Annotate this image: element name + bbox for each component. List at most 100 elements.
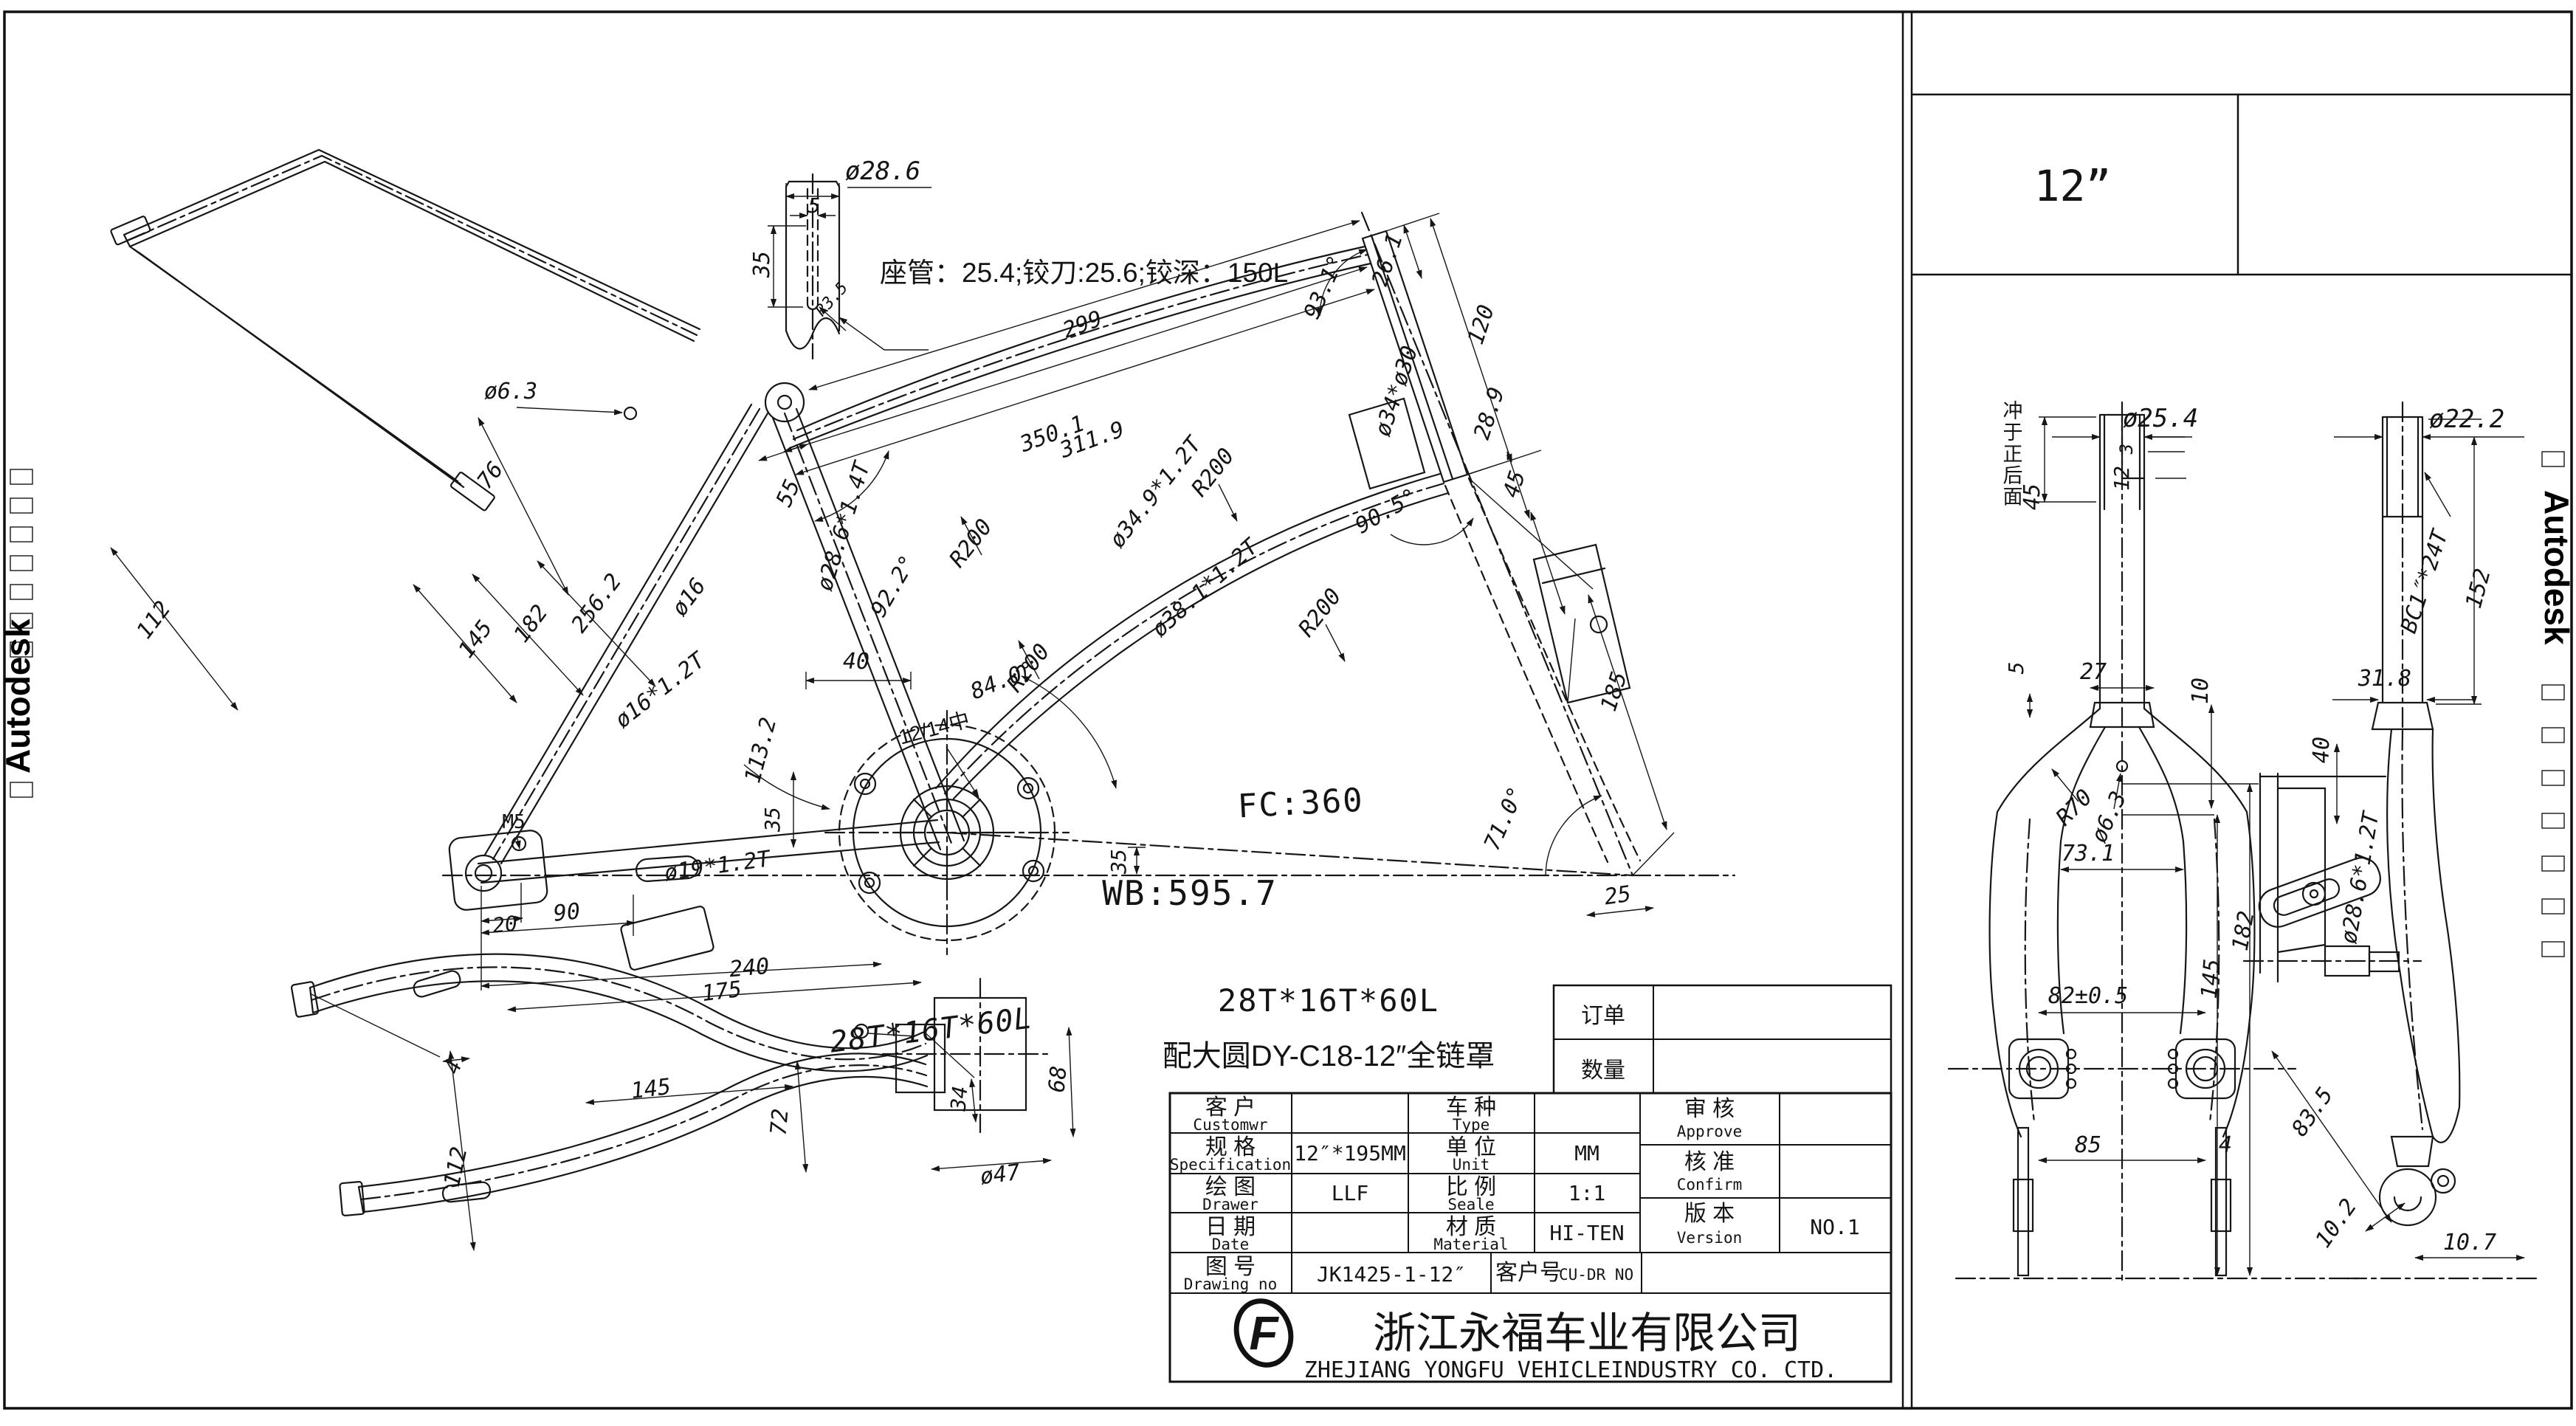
version-value: NO.1 (1810, 1215, 1859, 1239)
dim-93-1: 93.1° (1299, 252, 1350, 323)
chainguard-view-dims (309, 979, 1076, 1251)
company-logo-ring (1233, 1298, 1294, 1368)
fork-front-dims (2026, 416, 2259, 1276)
dim-r200-dt2: R200 (1293, 584, 1346, 641)
dim-dia-22-2: ø22.2 (2429, 404, 2504, 434)
material-label-cn: 材 质 (1446, 1215, 1496, 1239)
spec-label-en: Specification (1170, 1156, 1291, 1174)
watermark-left: Autodesk (0, 469, 37, 798)
dim-r70: R70 (2051, 785, 2098, 831)
company-logo-letter: F (1249, 1306, 1279, 1360)
dim-85: 85 (2075, 1132, 2101, 1158)
unit-value: MM (1574, 1141, 1599, 1165)
confirm-label-cn: 核 准 (1684, 1150, 1735, 1174)
drawer-label-cn: 绘 图 (1205, 1175, 1256, 1199)
note-punch-face: 冲于正后面 (2003, 400, 2023, 509)
customer-label-en: Customwr (1193, 1116, 1267, 1134)
drawingno-value: JK1425-1-12″ (1317, 1262, 1466, 1286)
order-label: 订单 (1581, 1004, 1625, 1028)
dim-182-rack: 182 (509, 600, 554, 647)
scale-label-en: Seale (1447, 1196, 1494, 1213)
dim-92-2: 92.2° (866, 551, 921, 621)
dim-35-fc: 35 (1106, 849, 1131, 875)
dim-28-9: 28.9 (1469, 384, 1510, 443)
dim-r200-tt1: R200 (944, 514, 997, 572)
rear-rack-geometry (110, 148, 769, 865)
dim-31-8: 31.8 (2358, 666, 2411, 692)
type-label-en: Type (1453, 1116, 1490, 1134)
spec-label-cn: 规 格 (1205, 1135, 1256, 1160)
scale-label-cn: 比 例 (1446, 1175, 1496, 1199)
rear-rack-dims (110, 407, 656, 711)
chainguard-view-geometry (290, 953, 1053, 1216)
dim-12-slot: 12 (2110, 466, 2134, 491)
fork-front-geometry (1947, 401, 2363, 1282)
dim-45-head: 45 (1498, 467, 1531, 500)
label-guard-spec: 28T*16T*60L (1218, 982, 1439, 1019)
dim-dia-6-3: ø6.3 (484, 379, 537, 404)
dim-55: 55 (771, 476, 806, 511)
dim-145-guard: 145 (630, 1074, 672, 1104)
spec-value: 12″*195MM (1294, 1141, 1406, 1165)
company-row: F 浙江永福车业有限公司 ZHEJIANG YONGFU VEHICLEINDU… (1233, 1298, 1837, 1383)
title-block: 客 户 Customwr 规 格 Specification 绘 图 Drawe… (1168, 1092, 1893, 1383)
dim-256-2: 256.2 (566, 569, 627, 638)
dim-5-crown: 5 (2004, 662, 2028, 675)
watermark-left-text: Autodesk (0, 619, 37, 774)
dim-5-slot: 5 (808, 193, 821, 218)
main-frame-dims (481, 213, 1675, 991)
dim-76: 76 (472, 457, 509, 494)
label-cover: 配大圆DY-C18-12″全链罩 (1163, 1040, 1495, 1072)
dim-112-rack: 112 (131, 596, 176, 644)
dim-bc1-24t: BC1″*24T (2396, 526, 2454, 636)
dim-90-5: 90.5° (1351, 483, 1422, 539)
dim-40-fork: 40 (2309, 737, 2335, 763)
order-table: 订单 数量 (1552, 984, 1893, 1095)
dim-dia-25-4: ø25.4 (2123, 404, 2198, 433)
dim-4-fork: 4 (2219, 1132, 2232, 1158)
custno-label-en: CU-DR NO (1559, 1266, 1633, 1284)
dim-dia-6-3-fork: ø6.3 (2086, 788, 2132, 847)
custno-label-cn: 客户号 (1495, 1261, 1562, 1285)
dim-10-2: 10.2 (2310, 1194, 2362, 1253)
material-label-en: Material (1433, 1236, 1508, 1253)
approve-label-en: Approve (1677, 1123, 1743, 1140)
dim-27: 27 (2080, 659, 2107, 685)
watermark-left-squares (10, 469, 33, 798)
dim-10-7: 10.7 (2443, 1230, 2496, 1256)
label-wb: WB:595.7 (1102, 873, 1278, 913)
sheet-size-label: 12” (2034, 161, 2112, 211)
dim-185: 185 (1596, 669, 1633, 714)
dim-3: 3 (2116, 444, 2137, 455)
drawingno-label-en: Drawing no (1184, 1275, 1277, 1293)
dim-20: 20 (492, 911, 519, 937)
label-guard-spec-italic: 28T*16T*60L (828, 1001, 1034, 1059)
dim-dia-28-6x1-4: ø28.6*1.4T (812, 458, 876, 594)
company-name-en: ZHEJIANG YONGFU VEHICLEINDUSTRY CO. CTD. (1304, 1357, 1837, 1383)
dim-82-05: 82±0.5 (2048, 983, 2128, 1009)
dim-72: 72 (766, 1108, 794, 1137)
dim-112-guard: 112 (439, 1145, 473, 1189)
unit-label-cn: 单 位 (1446, 1135, 1496, 1160)
note-seat-tube: 座管：25.4;铰刀:25.6;铰深：150L (880, 258, 1288, 288)
company-name-cn: 浙江永福车业有限公司 (1373, 1309, 1801, 1357)
watermark-right-text: Autodesk (2538, 490, 2576, 645)
version-label-cn: 版 本 (1684, 1202, 1735, 1226)
drawer-label-en: Drawer (1202, 1196, 1258, 1213)
dim-35-depth: 35 (749, 251, 775, 278)
dim-dia-28-6x1-2: ø28.6*1.2T (2336, 808, 2385, 946)
dim-dia-47: ø47 (979, 1160, 1022, 1190)
label-fc: FC:360 (1237, 782, 1365, 826)
dim-m5: M5 (502, 811, 525, 833)
scale-value: 1:1 (1568, 1181, 1606, 1205)
dim-dia-16x1-2: ø16*1.2T (610, 647, 711, 734)
confirm-label-en: Confirm (1677, 1176, 1743, 1194)
dim-68: 68 (1044, 1065, 1072, 1094)
date-label-cn: 日 期 (1205, 1215, 1256, 1239)
dim-45-steerer: 45 (2019, 483, 2045, 510)
dim-dia-34-9: ø34.9*1.2T (1104, 431, 1208, 553)
customer-label-cn: 客 户 (1205, 1095, 1256, 1120)
version-label-en: Version (1677, 1229, 1743, 1247)
dim-90: 90 (552, 898, 582, 927)
